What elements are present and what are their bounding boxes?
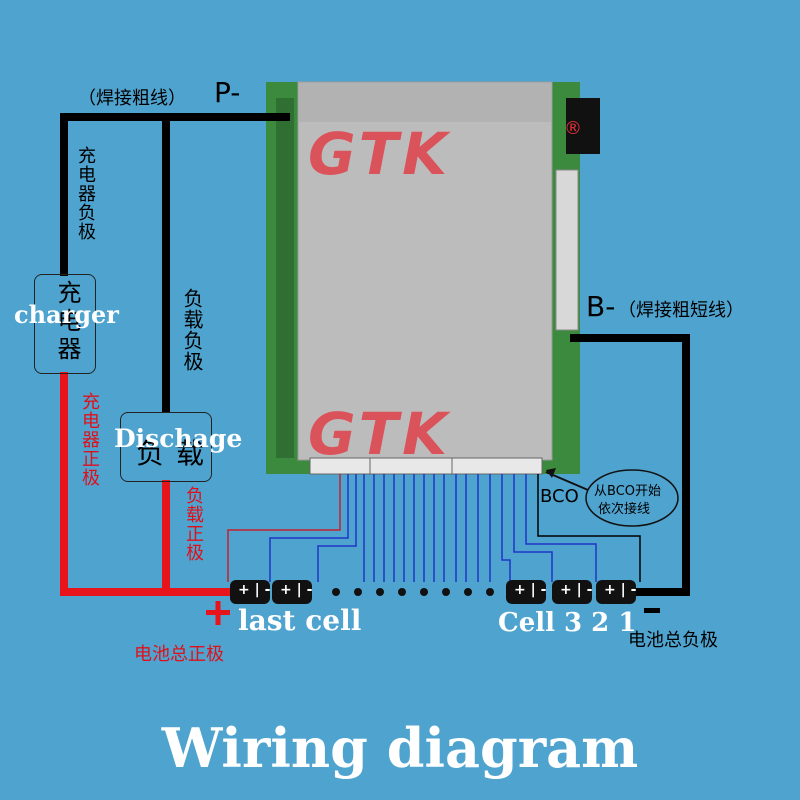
watermark-bottom: GTK [308, 400, 452, 468]
b-minus-note: （焊接粗短线） [618, 300, 744, 321]
cell-last-b-terminals: + | - [280, 582, 313, 598]
charger-english-label: charger [14, 300, 119, 329]
load-english-label: Dischage [114, 424, 243, 453]
b-minus-wire [570, 334, 690, 596]
battery-total-negative-label: 电池总负极 [628, 630, 718, 651]
cell-1-terminals: + | - [604, 582, 637, 598]
registered-mark: ® [564, 118, 582, 139]
battery-cells [230, 580, 636, 604]
b-minus-label: B- [586, 290, 616, 323]
charger-box-label: 充电器 [53, 280, 81, 364]
cell-last-b [272, 580, 312, 604]
pcb-connector [566, 98, 600, 154]
cell-dots [332, 588, 494, 596]
bco-label: BCO [540, 486, 579, 507]
balance-wires [227, 474, 641, 582]
p-minus-label: P- [214, 76, 241, 109]
cell-last-a-terminals: + | - [238, 582, 271, 598]
charger-positive-label: 充电器正极 [79, 392, 100, 487]
pcb-side-strip-left [276, 98, 294, 458]
diagram-title: Wiring diagram [161, 716, 639, 780]
bco-note-line2: 依次接线 [598, 502, 651, 517]
cell-1 [596, 580, 636, 604]
p-minus-wire [60, 113, 290, 276]
cell-2-terminals: + | - [560, 582, 593, 598]
last-cell-label: last cell [238, 604, 362, 637]
cell-3-terminals: + | - [514, 582, 547, 598]
cell-last-a [230, 580, 270, 604]
charger-box [34, 274, 96, 374]
heatsink-shade [298, 82, 552, 122]
pcb-side-strip-right [555, 169, 579, 331]
battery-total-positive-label: 电池总正极 [134, 644, 224, 665]
p-minus-note: （焊接粗线） [78, 88, 186, 109]
heatsink-plate [297, 81, 553, 461]
bco-note-line1: 从BCO开始 [594, 484, 661, 499]
charger-positive-wire [60, 372, 232, 596]
load-negative-label: 负载负极 [180, 288, 204, 372]
cell-2 [552, 580, 592, 604]
load-positive-label: 负载正极 [183, 486, 204, 562]
cell-321-label: Cell 3 2 1 [498, 608, 637, 638]
bco-note-ellipse [585, 469, 679, 527]
balance-connector [309, 457, 543, 475]
watermark-top: GTK [308, 120, 452, 188]
charger-negative-label: 充电器负极 [75, 146, 96, 241]
cell-3 [506, 580, 546, 604]
load-box [120, 412, 212, 482]
load-box-label: 负载 [136, 437, 217, 470]
